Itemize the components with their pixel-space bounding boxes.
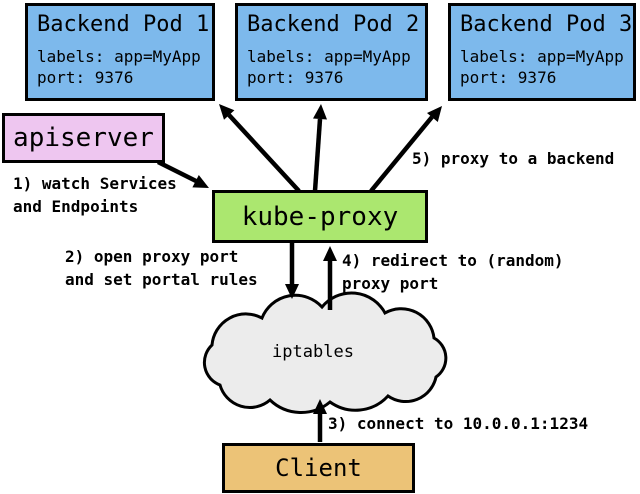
iptables-label: iptables [272, 342, 354, 362]
annotation-line: 3) connect to 10.0.0.1:1234 [328, 414, 589, 433]
pod-port-text: port: 9376 [460, 68, 557, 87]
annotation-line: 4) redirect to (random) [342, 251, 564, 270]
apiserver-label: apiserver [13, 123, 154, 153]
pod-title: Backend Pod 3 [460, 12, 633, 37]
annotation-step-4: 4) redirect to (random) proxy port [342, 249, 564, 295]
pod-labels-text: labels: app=MyApp [460, 47, 624, 66]
annotation-line: and Endpoints [13, 197, 139, 216]
kube-proxy-box: kube-proxy [212, 190, 428, 243]
arrow-kube-proxy-to-pod1 [219, 104, 301, 193]
pod-title: Backend Pod 1 [37, 12, 210, 37]
arrow-kube-proxy-to-pod2 [312, 104, 327, 192]
backend-pod-3-box: Backend Pod 3 labels: app=MyApp port: 93… [448, 3, 636, 101]
annotation-line: and set portal rules [65, 270, 258, 289]
pod-title: Backend Pod 2 [247, 12, 420, 37]
backend-pod-1-box: Backend Pod 1 labels: app=MyApp port: 93… [25, 3, 215, 101]
annotation-step-1: 1) watch Services and Endpoints [13, 172, 177, 218]
arrow-kube-proxy-to-pod3 [369, 106, 442, 193]
pod-port-text: port: 9376 [247, 68, 344, 87]
annotation-line: 2) open proxy port [65, 247, 239, 266]
kube-proxy-label: kube-proxy [241, 201, 399, 232]
client-label: Client [275, 454, 362, 482]
annotation-line: proxy port [342, 274, 439, 293]
arrow-kube-proxy-to-iptables [285, 242, 299, 299]
annotation-step-5: 5) proxy to a backend [412, 147, 614, 170]
arrow-client-to-iptables [313, 399, 327, 442]
annotation-line: 5) proxy to a backend [412, 149, 615, 168]
annotation-step-3: 3) connect to 10.0.0.1:1234 [328, 412, 588, 435]
iptables-cloud-shape [202, 291, 448, 414]
apiserver-box: apiserver [2, 113, 165, 163]
pod-labels-text: labels: app=MyApp [247, 47, 411, 66]
backend-pod-2-box: Backend Pod 2 labels: app=MyApp port: 93… [235, 3, 428, 101]
arrow-iptables-to-kube-proxy [323, 246, 337, 310]
pod-port-text: port: 9376 [37, 68, 134, 87]
pod-labels-text: labels: app=MyApp [37, 47, 201, 66]
annotation-step-2: 2) open proxy port and set portal rules [65, 245, 258, 291]
annotation-line: 1) watch Services [13, 174, 177, 193]
client-box: Client [222, 443, 415, 493]
arrow-apiserver-to-kube-proxy [156, 159, 209, 188]
